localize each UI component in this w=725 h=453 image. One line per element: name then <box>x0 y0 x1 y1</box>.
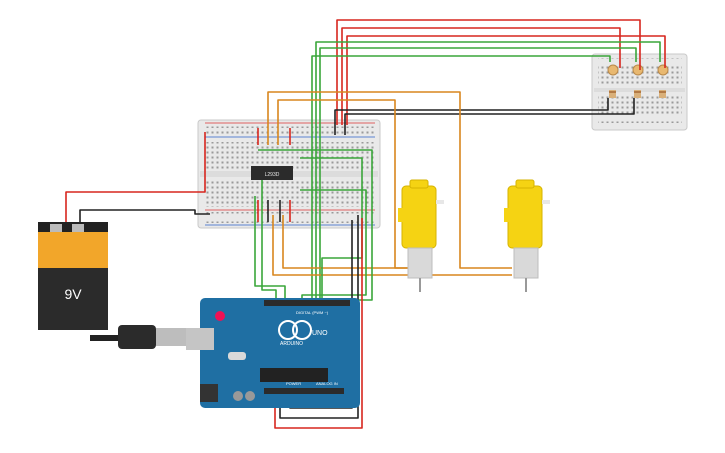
battery-9v[interactable]: 9V <box>38 222 108 330</box>
motor-left[interactable] <box>398 179 444 292</box>
driver-chip[interactable]: L293D <box>251 166 293 180</box>
analog-header-label: ANALOG IN <box>316 381 338 386</box>
driver-chip-label: L293D <box>265 172 280 178</box>
battery-label: 9V <box>64 286 82 302</box>
wires <box>65 19 666 429</box>
arduino-brand-label: ARDUINO <box>280 341 303 347</box>
arduino-model-label: UNO <box>312 330 328 337</box>
usb-cable <box>90 325 186 349</box>
motor-right[interactable] <box>504 179 550 292</box>
arduino-uno[interactable]: UNO ARDUINO DIGITAL (PWM ~) POWER ANALOG… <box>186 298 360 408</box>
power-header-label: POWER <box>286 381 301 386</box>
digital-header-label: DIGITAL (PWM ~) <box>296 310 329 315</box>
